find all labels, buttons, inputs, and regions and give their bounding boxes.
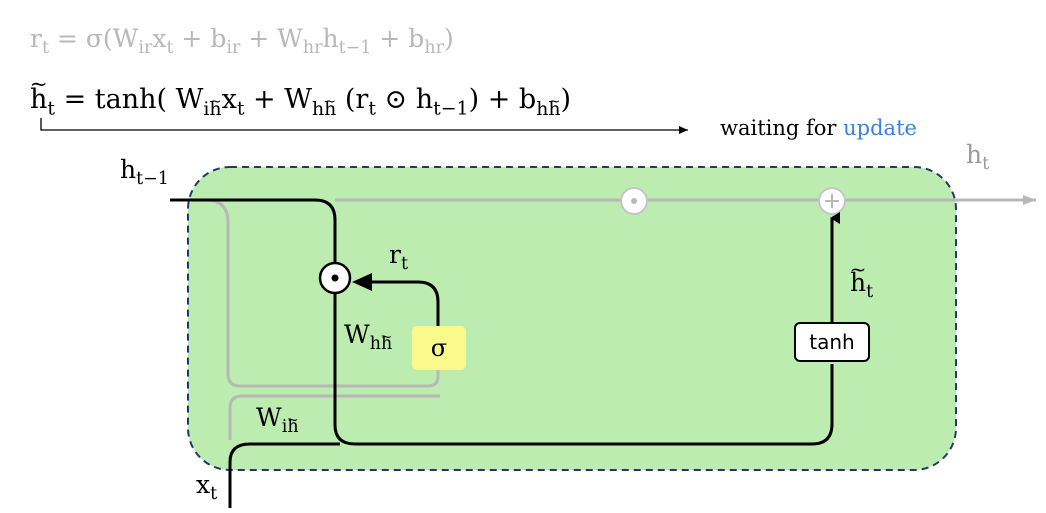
tanh-activation-box: tanh [794, 322, 870, 362]
equation-pointer-arrow [40, 118, 688, 134]
w-ih-label: Wih [256, 403, 299, 438]
h-prev-label: ht−1 [120, 155, 169, 190]
reset-to-mult-path [358, 280, 440, 326]
candidate-state-equation: ht = tanh( Wihxt + Whh (rt ⊙ ht−1) + bhh… [30, 84, 571, 118]
reset-multiply-node [318, 261, 352, 295]
x-t-label: xt [196, 470, 218, 505]
update-multiply-node [620, 187, 648, 215]
update-highlight: update [843, 116, 917, 140]
reset-input-path-h [204, 198, 440, 388]
mult-to-tanh-path [333, 294, 834, 446]
waiting-for-update-note: waiting for update [720, 116, 917, 140]
r-t-label: rt [389, 240, 408, 275]
reset-gate-sigmoid-box: σ [412, 326, 466, 370]
gru-cell [187, 166, 957, 471]
active-paths [170, 198, 840, 508]
h-prev-path [170, 198, 337, 262]
h-tilde-label: ht [850, 268, 873, 301]
x-input-path [228, 442, 340, 508]
update-add-node [818, 187, 846, 215]
reset-input-path-x [228, 394, 440, 440]
reset-arrowhead [352, 273, 372, 291]
reset-gate-equation: rt = σ(Wirxt + bir + Whrht−1 + bhr) [30, 24, 454, 59]
w-hh-label: Whh [344, 320, 393, 355]
h-out-label: ht [966, 140, 990, 175]
inactive-paths [204, 195, 1036, 440]
